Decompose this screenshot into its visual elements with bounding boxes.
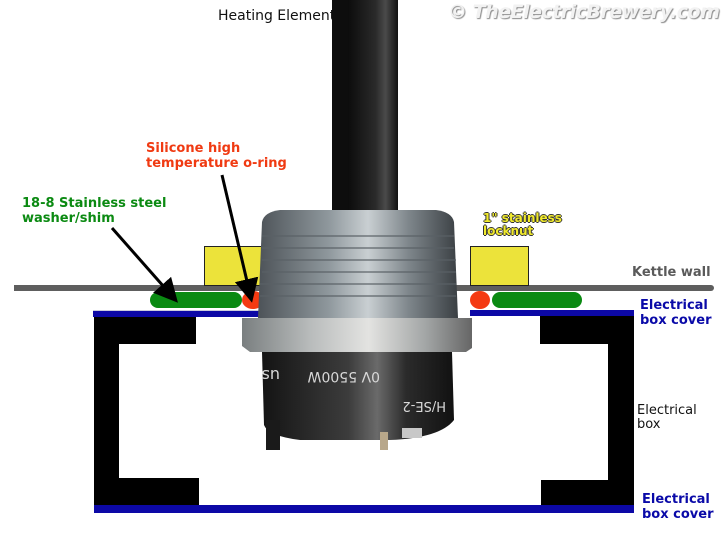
element-cert-text: us [262,366,280,385]
locknut-label-line1: 1" stainless [483,211,562,225]
box-cover-bottom-label-line2: box cover [642,507,714,522]
element-model-text: H/SE-2 [402,398,446,413]
electrical-box-label: Electrical box [637,404,697,432]
electrical-box-right-bottom [541,480,634,506]
watermark: © TheElectricBrewery.com [448,1,720,23]
box-cover-top-label-line2: box cover [640,313,712,328]
box-cover-top-left [93,310,263,317]
heating-element-photo: 0V 5500W H/SE-2 us [242,0,472,450]
electrical-box-left-side [94,316,119,506]
locknut-label-line2: locknut [483,224,534,238]
washer-label: 18-8 Stainless steel washer/shim [22,196,166,226]
oring-arrow [220,174,259,303]
electrical-box-label-line1: Electrical [637,403,697,418]
locknut-right [470,246,529,286]
locknut-label: 1" stainless locknut [483,212,562,238]
electrical-box-label-line2: box [637,417,661,432]
heating-element-label: Heating Element [218,8,336,24]
washer-label-line2: washer/shim [22,211,115,226]
box-cover-bottom-label: Electrical box cover [642,492,714,522]
washer-right [492,292,582,308]
box-cover-top-label: Electrical box cover [640,298,712,328]
oring-right [470,291,490,309]
box-cover-bottom-label-line1: Electrical [642,492,710,507]
washer-arrow [110,227,178,303]
element-rating-text: 0V 5500W [307,368,380,384]
oring-label: Silicone high temperature o-ring [146,141,287,171]
box-cover-bottom [94,505,634,513]
electrical-box-right-side [608,316,634,506]
washer-label-line1: 18-8 Stainless steel [22,196,167,211]
kettle-wall-label: Kettle wall [632,265,711,280]
oring-label-line2: temperature o-ring [146,156,287,171]
box-cover-top-label-line1: Electrical [640,298,708,313]
box-cover-top-right [470,310,634,316]
oring-label-line1: Silicone high [146,141,241,156]
electrical-box-left-bottom [94,478,199,506]
